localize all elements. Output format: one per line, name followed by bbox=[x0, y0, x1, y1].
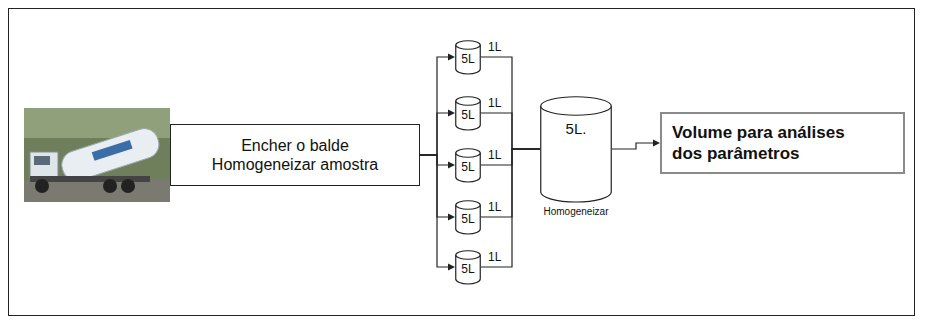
cylinder-top bbox=[456, 97, 481, 106]
flow-connector bbox=[481, 149, 540, 267]
process-box: Encher o balde Homogeneizar amostra bbox=[170, 124, 420, 186]
cylinder-body bbox=[541, 106, 612, 202]
volume-label: 1L bbox=[487, 251, 502, 264]
arrow-head bbox=[653, 140, 660, 147]
result-text: Volume para análises dos parâmetros bbox=[672, 122, 867, 164]
truck-tank bbox=[58, 125, 162, 184]
container-caption: Homogeneizar bbox=[543, 206, 608, 218]
volume-label: 1L bbox=[487, 97, 502, 110]
truck-cab bbox=[30, 152, 58, 178]
flow-connector bbox=[420, 113, 449, 155]
cylinder-outline bbox=[540, 96, 612, 202]
volume-label: 5L bbox=[455, 160, 481, 174]
flow-connector bbox=[420, 57, 449, 155]
volume-label: 5L bbox=[455, 52, 481, 66]
photo-background bbox=[24, 108, 170, 202]
flow-connector bbox=[481, 149, 540, 165]
volume-label: 5L bbox=[455, 262, 481, 276]
sample-container: 5L bbox=[455, 148, 481, 182]
flow-connector bbox=[481, 113, 540, 149]
truck-wheel bbox=[121, 179, 135, 193]
sample-container: 5L bbox=[455, 40, 481, 74]
truck-wheel bbox=[35, 179, 49, 193]
sample-container: 5L bbox=[455, 96, 481, 130]
arrow-head bbox=[448, 264, 455, 271]
cylinder-top bbox=[456, 41, 481, 50]
flow-connector bbox=[481, 57, 540, 149]
sample-container: 5L bbox=[455, 250, 481, 284]
flow-connector bbox=[612, 143, 654, 149]
mixing-container: 5L.Homogeneizar bbox=[540, 96, 612, 202]
cylinder-top bbox=[456, 251, 481, 260]
cylinder-top bbox=[456, 201, 481, 210]
arrow-head bbox=[448, 214, 455, 221]
photo-ground bbox=[24, 180, 170, 202]
cylinder-top bbox=[541, 97, 612, 116]
flow-connector bbox=[420, 155, 449, 267]
arrow-head bbox=[448, 162, 455, 169]
sample-container: 5L bbox=[455, 200, 481, 234]
step-text: Encher o balde Homogeneizar amostra bbox=[203, 136, 388, 174]
result-box: Volume para análises dos parâmetros bbox=[660, 112, 905, 174]
volume-label: 1L bbox=[487, 41, 502, 54]
truck-wheel bbox=[103, 179, 117, 193]
volume-label: 1L bbox=[487, 201, 502, 214]
cylinder-top bbox=[456, 149, 481, 158]
flow-connector bbox=[481, 149, 540, 217]
truck-window bbox=[34, 156, 50, 165]
volume-label: 5L. bbox=[540, 120, 612, 138]
volume-label: 5L bbox=[455, 108, 481, 122]
arrow-head bbox=[448, 110, 455, 117]
flow-connector bbox=[420, 155, 449, 165]
volume-label: 5L bbox=[455, 212, 481, 226]
flow-connector bbox=[420, 155, 449, 217]
volume-label: 1L bbox=[487, 149, 502, 162]
arrow-head bbox=[448, 54, 455, 61]
